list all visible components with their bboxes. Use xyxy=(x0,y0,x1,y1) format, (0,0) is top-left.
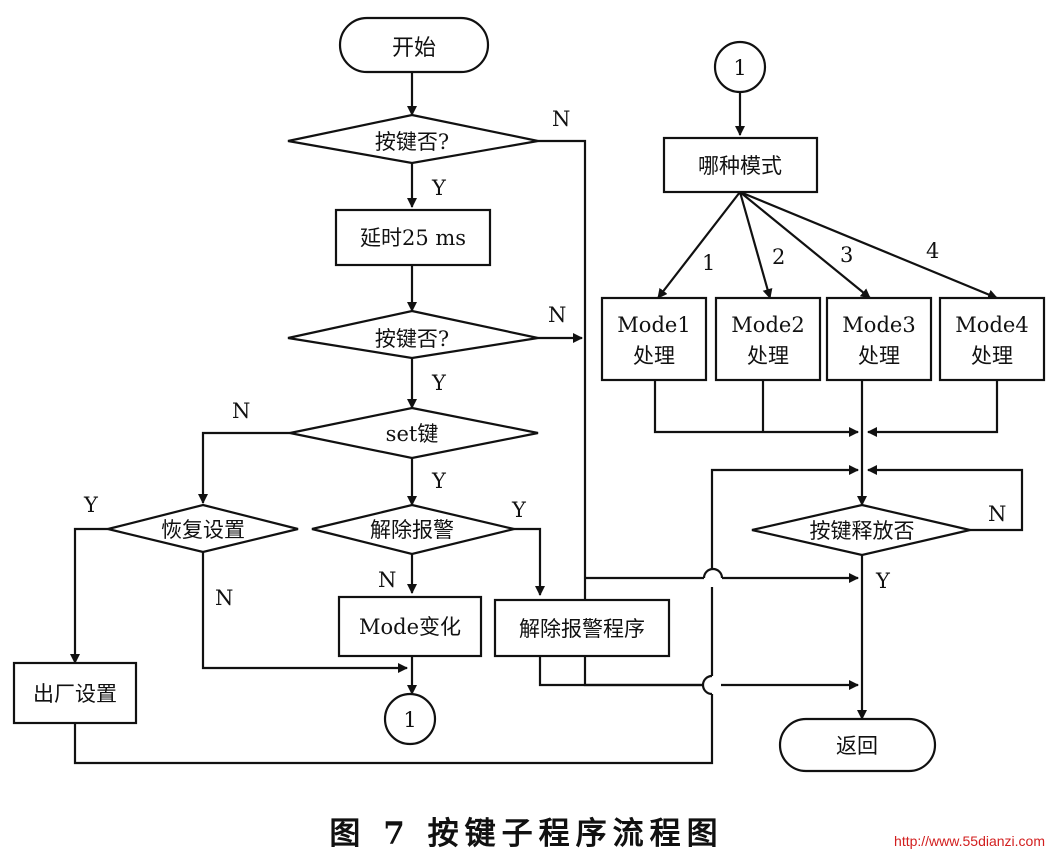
branch-label-no: N xyxy=(988,502,1006,526)
mode-branch-number: 2 xyxy=(772,245,785,269)
mode-action: 处理 xyxy=(633,344,675,368)
return-node: 返回 xyxy=(778,717,937,773)
branch-label-no: N xyxy=(378,568,396,592)
branch-label-no: N xyxy=(548,303,566,327)
set-key-decision: set键 xyxy=(289,406,539,460)
decision-diamond xyxy=(289,406,539,460)
return-terminator xyxy=(778,717,937,773)
line-crossing-hop xyxy=(701,674,713,686)
start-terminator xyxy=(338,16,490,74)
process-box xyxy=(662,136,819,194)
process-label: 哪种模式 xyxy=(698,154,782,178)
flow-lines xyxy=(70,72,1024,765)
flow-line xyxy=(710,465,859,569)
flow-line xyxy=(73,694,714,765)
process-box xyxy=(714,296,822,382)
branch-label-yes: Y xyxy=(511,498,527,522)
flow-line xyxy=(538,656,703,687)
flow-line xyxy=(201,552,408,673)
mode4-box: Mode4 处理 xyxy=(938,296,1046,382)
factory-settings-process: 出厂设置 xyxy=(12,661,138,725)
decision-label: set键 xyxy=(386,422,439,446)
connector-circle xyxy=(383,692,437,746)
branch-label-yes: Y xyxy=(875,569,891,593)
process-box xyxy=(337,595,483,658)
branch-labels: N Y N Y N Y Y Y N N N Y 1 2 3 4 xyxy=(83,107,1006,610)
mode-name: Mode1 xyxy=(617,313,690,337)
flow-line xyxy=(653,380,859,437)
decision-label: 按键释放否 xyxy=(810,519,915,543)
mode-name: Mode2 xyxy=(731,313,804,337)
mode-change-process: Mode变化 xyxy=(337,595,483,658)
key-pressed-decision-2: 按键否? xyxy=(287,309,539,360)
mode-action: 处理 xyxy=(971,344,1013,368)
flow-line xyxy=(70,527,108,664)
mode2-box: Mode2 处理 xyxy=(714,296,822,382)
mode-name: Mode4 xyxy=(955,313,1028,337)
restore-settings-decision: 恢复设置 xyxy=(107,503,299,554)
decision-diamond xyxy=(311,503,515,556)
process-box xyxy=(938,296,1046,382)
branch-label-no: N xyxy=(232,399,250,423)
flow-line xyxy=(738,191,773,299)
which-mode-process: 哪种模式 xyxy=(662,136,819,194)
flow-line xyxy=(867,465,1024,532)
clear-alarm-program-process: 解除报警程序 xyxy=(493,598,671,658)
branch-label-yes: Y xyxy=(431,371,447,395)
decision-diamond xyxy=(107,503,299,554)
mode-branch-number: 4 xyxy=(926,239,939,263)
mode-branch-number: 1 xyxy=(702,251,715,275)
process-box xyxy=(493,598,671,658)
mode-branch-number: 3 xyxy=(840,243,853,267)
return-label: 返回 xyxy=(836,734,878,758)
connector-label: 1 xyxy=(733,56,746,80)
start-label: 开始 xyxy=(392,36,436,61)
branch-label-no: N xyxy=(215,586,233,610)
flow-line xyxy=(867,380,999,437)
branch-label-no: N xyxy=(552,107,570,131)
branch-label-yes: Y xyxy=(83,493,99,517)
watermark-url: http://www.55dianzi.com xyxy=(894,833,1045,849)
process-box xyxy=(334,208,492,267)
branch-label-yes: Y xyxy=(431,176,447,200)
decision-label: 按键否? xyxy=(375,327,449,351)
branch-label-yes: Y xyxy=(431,469,447,493)
connector-circle xyxy=(713,40,767,94)
delay-process: 延时25 ms xyxy=(334,208,492,267)
key-pressed-decision-1: 按键否? xyxy=(287,113,539,165)
clear-alarm-decision: 解除报警 xyxy=(311,503,515,556)
process-label: 出厂设置 xyxy=(33,682,117,706)
flow-line xyxy=(657,191,741,299)
process-label: 解除报警程序 xyxy=(519,617,645,641)
flow-line xyxy=(514,527,545,596)
process-label: Mode变化 xyxy=(359,615,461,639)
connector-top: 1 xyxy=(713,40,767,94)
mode3-box: Mode3 处理 xyxy=(825,296,933,382)
decision-diamond xyxy=(287,113,539,165)
line-crossing-hop xyxy=(702,567,724,579)
connector-label: 1 xyxy=(403,708,416,732)
key-released-decision: 按键释放否 xyxy=(751,503,971,557)
mode-action: 处理 xyxy=(858,344,900,368)
decision-label: 按键否? xyxy=(375,130,449,154)
mode1-box: Mode1 处理 xyxy=(600,296,708,382)
flow-line xyxy=(739,191,871,299)
decision-label: 解除报警 xyxy=(370,518,454,542)
process-label: 延时25 ms xyxy=(360,226,466,250)
start-node: 开始 xyxy=(338,16,490,74)
decision-label: 恢复设置 xyxy=(161,518,245,542)
figure-caption: 图 7 按键子程序流程图 xyxy=(329,816,724,852)
process-box xyxy=(825,296,933,382)
process-box xyxy=(600,296,708,382)
decision-diamond xyxy=(751,503,971,557)
mode-action: 处理 xyxy=(747,344,789,368)
flow-line xyxy=(739,190,998,300)
flow-line xyxy=(198,431,290,504)
connector-bottom: 1 xyxy=(383,692,437,746)
mode-name: Mode3 xyxy=(842,313,915,337)
line-crossing-hop xyxy=(701,684,713,696)
decision-diamond xyxy=(287,309,539,360)
process-box xyxy=(12,661,138,725)
